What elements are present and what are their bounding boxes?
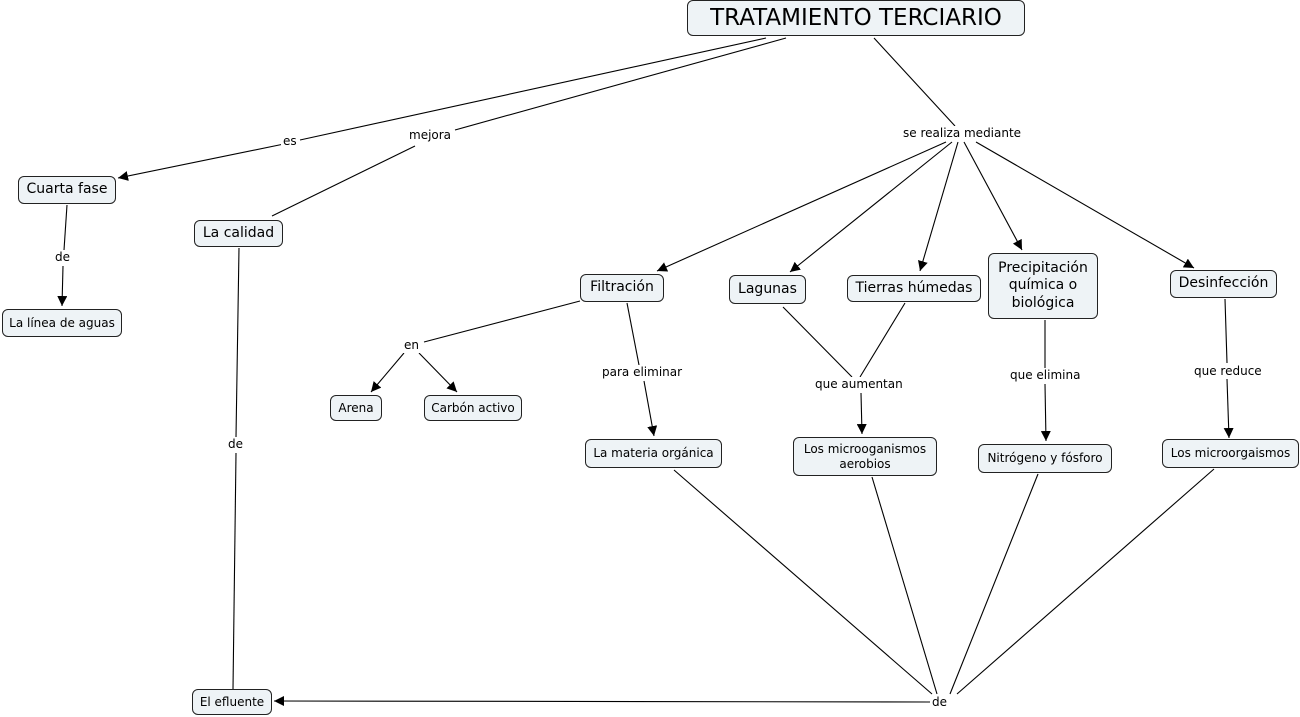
materia-organica-node[interactable]: La materia orgánica <box>585 439 722 468</box>
link-label-que-aumentan: que aumentan <box>813 377 905 392</box>
link-label-para-eliminar: para eliminar <box>600 365 685 380</box>
link-label-es: es <box>281 134 299 149</box>
microorganismos-aerobios-node[interactable]: Los microoganismos aerobios <box>793 437 937 476</box>
lagunas-node[interactable]: Lagunas <box>729 275 806 304</box>
filtracion-node[interactable]: Filtración <box>580 274 664 302</box>
link-label-mejora: mejora <box>407 128 454 143</box>
link-label-de-linea: de <box>53 250 72 265</box>
link-label-que-elimina: que elimina <box>1008 368 1083 383</box>
cuarta-fase-node[interactable]: Cuarta fase <box>18 176 116 204</box>
microorgaismos-node[interactable]: Los microorgaismos <box>1162 439 1299 468</box>
la-calidad-node[interactable]: La calidad <box>194 220 283 247</box>
link-label-de-bottom: de <box>930 695 949 710</box>
link-label-en: en <box>402 338 421 353</box>
el-efluente-node[interactable]: El efluente <box>192 689 272 715</box>
carbon-activo-node[interactable]: Carbón activo <box>424 395 522 421</box>
link-label-de-calidad: de <box>226 437 245 452</box>
nitrogeno-fosforo-node[interactable]: Nitrógeno y fósforo <box>978 444 1112 473</box>
arena-node[interactable]: Arena <box>330 395 382 421</box>
link-label-se-realiza-mediante: se realiza mediante <box>901 126 1024 141</box>
desinfeccion-node[interactable]: Desinfección <box>1170 270 1277 298</box>
linea-aguas-node[interactable]: La línea de aguas <box>2 309 122 337</box>
tierras-humedas-node[interactable]: Tierras húmedas <box>847 275 981 302</box>
link-label-que-reduce: que reduce <box>1192 364 1264 379</box>
precipitacion-node[interactable]: Precipitación química o biológica <box>988 253 1098 319</box>
title-node[interactable]: TRATAMIENTO TERCIARIO <box>687 0 1025 36</box>
